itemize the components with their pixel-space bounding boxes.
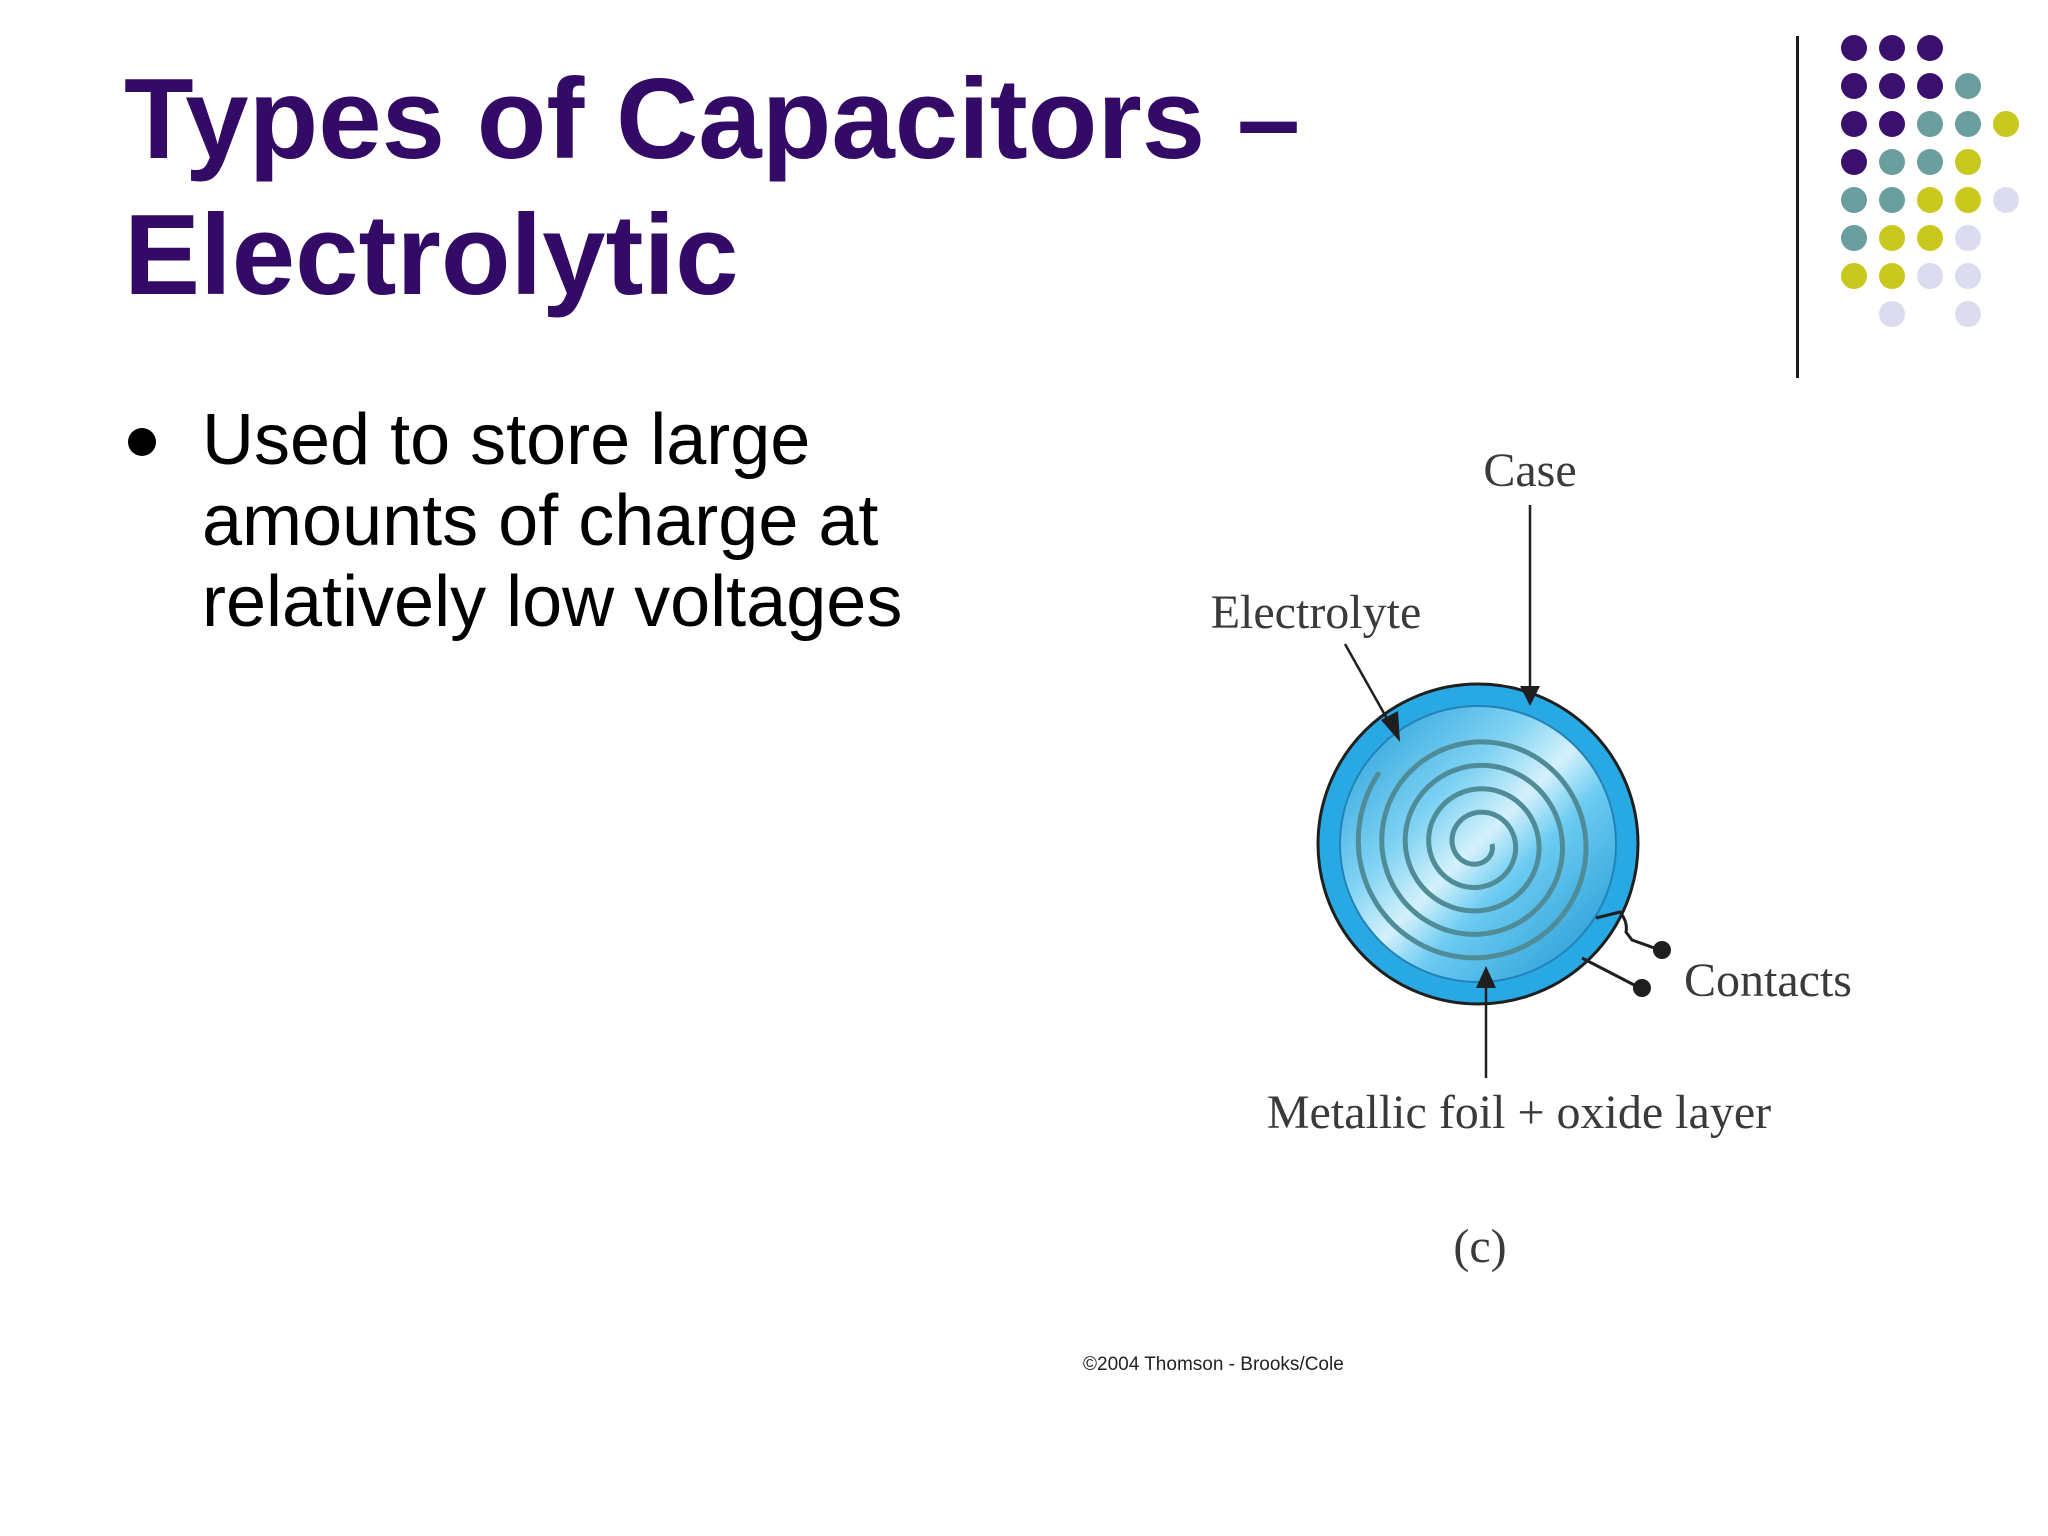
decorative-dot (1955, 301, 1981, 327)
decorative-dot (1879, 301, 1905, 327)
decorative-dot (1917, 149, 1943, 175)
decorative-dot (1955, 187, 1981, 213)
decorative-dot (1879, 187, 1905, 213)
title-divider-line (1796, 36, 1799, 378)
decorative-dot (1917, 73, 1943, 99)
bullet-item: Used to store large amounts of charge at… (122, 400, 962, 643)
label-case: Case (1483, 444, 1576, 497)
decorative-dot (1917, 111, 1943, 137)
contact-terminal-upper (1653, 941, 1671, 959)
decorative-dot (1879, 35, 1905, 61)
bullet-text: Used to store large amounts of charge at… (202, 400, 903, 642)
case-arrowhead-icon (1520, 686, 1540, 706)
foil-spiral (1355, 739, 1589, 961)
bullet-dot-icon (128, 428, 156, 456)
copyright-notice: ©2004 Thomson - Brooks/Cole (1083, 1354, 1344, 1375)
decorative-dot (1955, 263, 1981, 289)
decorative-dot (1917, 187, 1943, 213)
decorative-dot (1917, 225, 1943, 251)
decorative-dot (1955, 225, 1981, 251)
decorative-dot (1879, 149, 1905, 175)
decorative-dot (1841, 225, 1867, 251)
slide-title: Types of Capacitors – Electrolytic (124, 52, 1300, 324)
decorative-dot (1879, 225, 1905, 251)
decorative-dot (1841, 111, 1867, 137)
decorative-dot (1841, 35, 1867, 61)
decorative-dot (1917, 263, 1943, 289)
title-line-1: Types of Capacitors – (124, 56, 1301, 183)
decorative-dot-grid (1841, 35, 2019, 327)
label-foil-oxide: Metallic foil + oxide layer (1267, 1086, 1771, 1139)
decorative-dot (1955, 73, 1981, 99)
decorative-dot (1841, 187, 1867, 213)
contact-lead-upper (1595, 910, 1661, 952)
label-contacts: Contacts (1684, 954, 1852, 1007)
label-panel-c: (c) (1453, 1220, 1506, 1273)
label-electrolyte: Electrolyte (1211, 586, 1422, 639)
decorative-dot (1879, 111, 1905, 137)
contact-terminal-lower (1633, 979, 1651, 997)
electrolyte-arrow-line (1343, 643, 1392, 725)
title-line-2: Electrolytic (124, 192, 739, 319)
contact-lead-lower (1581, 956, 1641, 990)
decorative-dot (1993, 111, 2019, 137)
decorative-dot (1841, 263, 1867, 289)
decorative-dot (1993, 187, 2019, 213)
electrolyte-arrowhead-icon (1381, 711, 1400, 742)
decorative-dot (1841, 73, 1867, 99)
foil-arrowhead-icon (1476, 966, 1496, 988)
decorative-dot (1879, 73, 1905, 99)
decorative-dot (1841, 149, 1867, 175)
decorative-dot (1879, 263, 1905, 289)
decorative-dot (1955, 111, 1981, 137)
decorative-dot (1917, 35, 1943, 61)
decorative-dot (1955, 149, 1981, 175)
bullet-list: Used to store large amounts of charge at… (122, 400, 962, 643)
